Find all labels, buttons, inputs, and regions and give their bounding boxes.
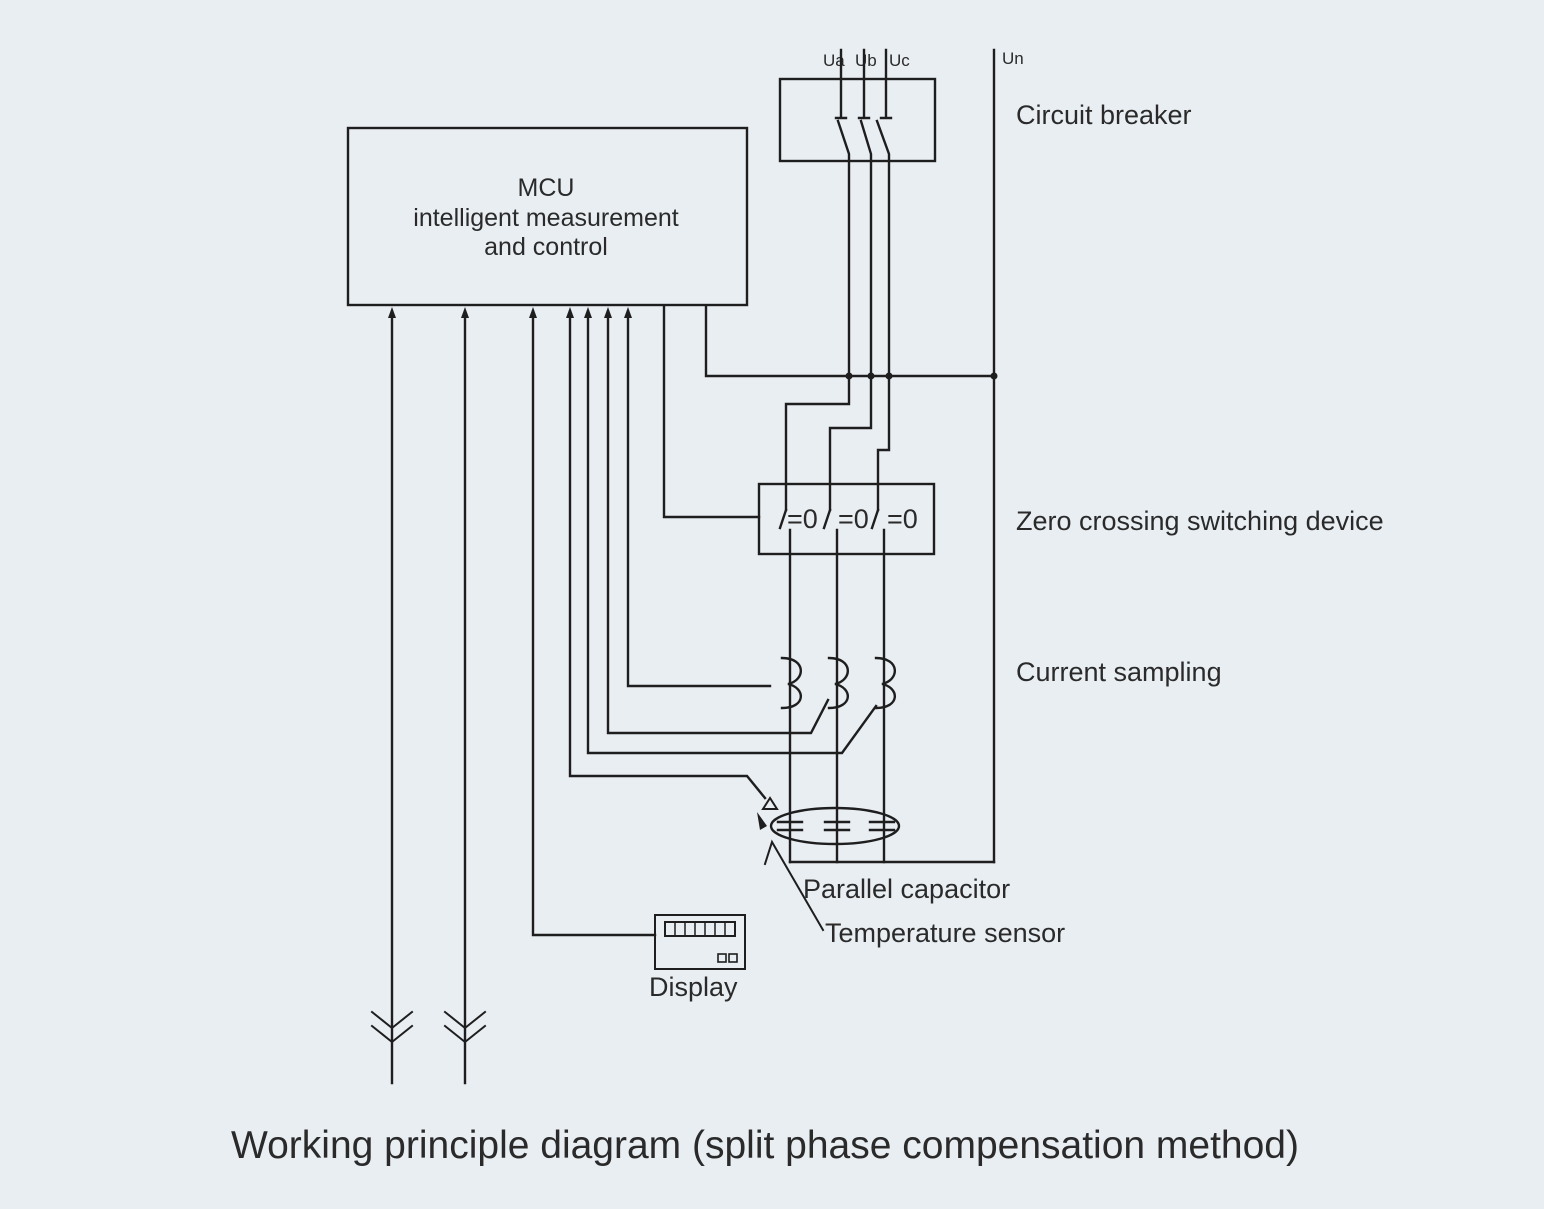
comm-port-chevron-icons	[370, 1010, 487, 1044]
label-temperature-sensor: Temperature sensor	[825, 918, 1065, 948]
display-device-icon	[654, 914, 746, 970]
diagram-caption: Working principle diagram (split phase c…	[231, 1124, 1299, 1167]
mcu-block	[346, 126, 749, 307]
leader-arrow-icon	[757, 812, 767, 830]
switch-a-contact	[778, 508, 788, 530]
sampling-line-a	[626, 310, 772, 688]
switch-control-line	[662, 304, 761, 519]
phase-a-feed	[784, 374, 851, 512]
switch-b-mark: =0	[838, 504, 869, 534]
supply-label-uc: Uc	[889, 51, 910, 70]
label-zero-crossing: Zero crossing switching device	[1016, 506, 1384, 536]
circuit-breaker-box	[778, 77, 937, 163]
zero-crossing-box	[757, 482, 936, 556]
temperature-sensor-icon	[761, 796, 779, 810]
current-transformer-coils	[780, 656, 896, 710]
capacitor-symbols	[776, 820, 896, 832]
mcu-input-arrow-icons	[388, 307, 632, 318]
sampling-line-b	[606, 310, 830, 735]
display-line	[531, 310, 657, 937]
mcu-power-tap	[704, 304, 996, 378]
temperature-sensor-leader	[763, 839, 825, 932]
phase-c-feed	[876, 374, 891, 512]
capacitor-bank-outline	[769, 806, 901, 846]
switch-c-contact	[870, 508, 880, 530]
mcu-label-line1: MCU	[518, 174, 575, 202]
switch-c-mark: =0	[887, 504, 918, 534]
supply-label-ua: Ua	[823, 51, 845, 70]
temperature-line	[568, 310, 767, 800]
label-circuit-breaker: Circuit breaker	[1016, 100, 1192, 130]
switch-b-contact	[822, 508, 832, 530]
mcu-label-line2: intelligent measurement	[413, 204, 678, 232]
sampling-line-c	[586, 310, 878, 755]
mcu-label-line3: and control	[484, 233, 608, 261]
label-parallel-capacitor: Parallel capacitor	[803, 874, 1010, 904]
supply-label-un: Un	[1002, 49, 1024, 68]
switch-a-mark: =0	[787, 504, 818, 534]
label-current-sampling: Current sampling	[1016, 657, 1222, 687]
supply-label-ub: Ub	[855, 51, 877, 70]
circuit-breaker-contacts	[834, 48, 893, 378]
label-display: Display	[649, 972, 738, 1002]
phase-b-feed	[828, 374, 873, 512]
